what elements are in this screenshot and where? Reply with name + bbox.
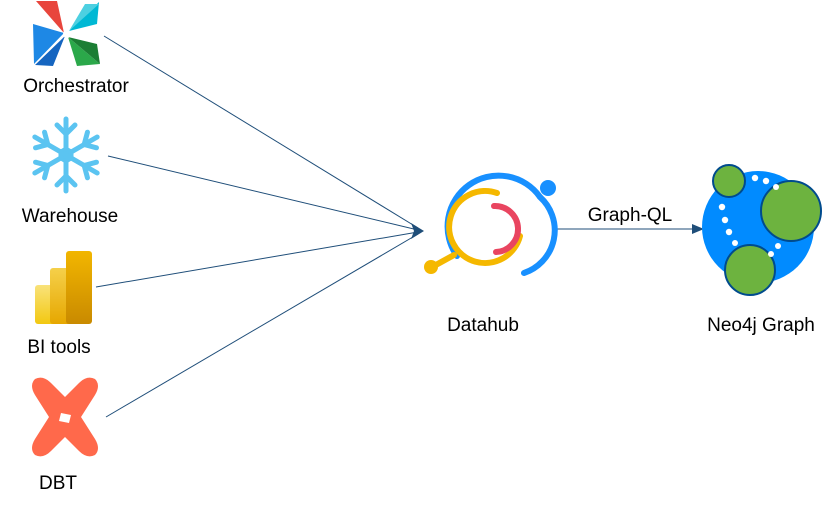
source-label-orchestrator: Orchestrator	[23, 76, 129, 97]
dbt-icon	[32, 377, 98, 457]
connector-warehouse	[107, 155, 419, 231]
target-label: Neo4j Graph	[707, 315, 815, 336]
bar-chart-icon	[35, 251, 92, 324]
neo4j-logo-icon	[702, 164, 822, 296]
arrowhead-datahub	[411, 223, 424, 239]
hub-label: Datahub	[447, 315, 519, 336]
edge-label-graphql: Graph-QL	[587, 205, 673, 226]
datahub-logo-icon	[424, 172, 558, 276]
connectors	[95, 35, 704, 418]
connector-orchestrator	[103, 35, 419, 229]
connector-bi-tools	[95, 231, 419, 288]
pinwheel-icon	[33, 1, 100, 66]
snowflake-icon	[32, 116, 100, 194]
source-label-dbt: DBT	[39, 473, 77, 494]
arrowhead-neo4j	[692, 224, 704, 234]
source-label-bi-tools: BI tools	[27, 337, 91, 358]
connector-dbt	[105, 233, 419, 418]
source-label-warehouse: Warehouse	[21, 206, 119, 227]
